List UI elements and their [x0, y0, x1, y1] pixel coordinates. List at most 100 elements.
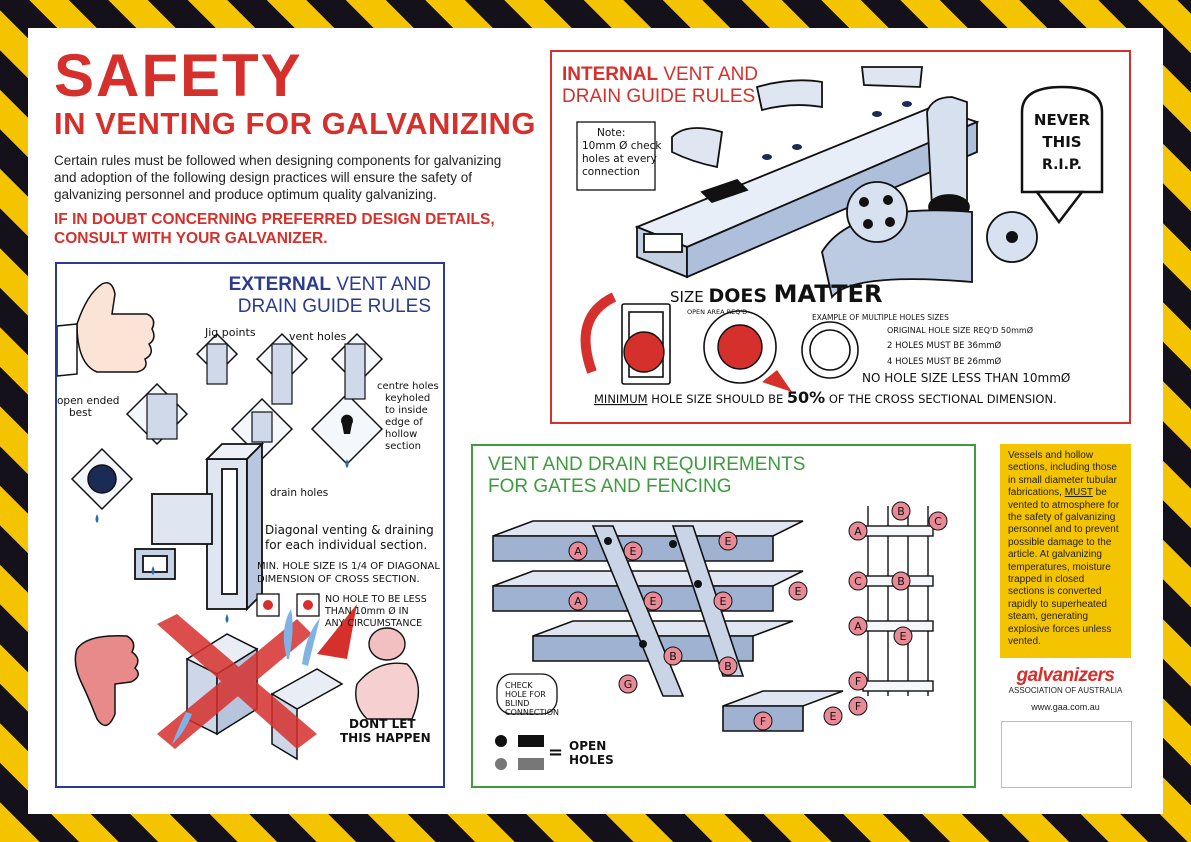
gate-marker-circle — [848, 616, 868, 636]
gate-marker-letter: E — [720, 595, 727, 608]
external-title-line2: DRAIN GUIDE RULES — [237, 296, 431, 317]
diagonal-label-1: Diagonal venting & draining — [265, 523, 434, 537]
internal-labels: Note: 10mm Ø check holes at every connec… — [582, 111, 1091, 407]
gate-marker-letter: B — [897, 575, 905, 588]
no-hole-label-2: THAN 10mm Ø IN — [324, 606, 409, 617]
gate-marker-letter: E — [650, 595, 657, 608]
blank-sticker-box — [1001, 721, 1132, 788]
check-hole-callout — [496, 673, 558, 715]
logo-brand: galvanizers — [1016, 665, 1116, 686]
this-happen-label: THIS HAPPEN — [340, 731, 431, 745]
min-hole-label-2: DIMENSION OF CROSS SECTION. — [257, 574, 420, 585]
thumbs-up-hand-icon — [57, 282, 155, 377]
gate-marker-circle — [891, 571, 911, 591]
gate-marker-circle — [788, 581, 808, 601]
website-link[interactable]: www.gaa.com.au — [1031, 702, 1100, 712]
gate-marker-circle — [848, 696, 868, 716]
note-callout — [576, 121, 656, 191]
diagonal-label-2: for each individual section. — [265, 538, 427, 552]
gates-title-line1: VENT AND DRAIN REQUIREMENTS — [488, 454, 806, 475]
gate-marker-circle — [893, 626, 913, 646]
gates-fencing-panel: VENT AND DRAIN REQUIREMENTS FOR GATES AN… — [471, 444, 976, 788]
external-panel-title: EXTERNAL VENT AND DRAIN GUIDE RULES — [229, 274, 431, 318]
gate-marker-letter: B — [669, 650, 677, 663]
matter-word: MATTER — [774, 280, 883, 308]
jig-points-label: Jig points — [204, 326, 256, 339]
note-label-4: connection — [582, 166, 640, 178]
steam-burst-icon — [172, 609, 320, 744]
internal-panel-title: INTERNAL VENT AND DRAIN GUIDE RULES — [562, 64, 758, 108]
gate-marker-circle — [568, 541, 588, 561]
injured-worker-figure — [355, 627, 420, 720]
consult-warning: IF IN DOUBT CONCERNING PREFERRED DESIGN … — [54, 211, 495, 247]
external-title-bold: EXTERNAL — [228, 274, 332, 295]
gate-marker-circle — [663, 646, 683, 666]
internal-title-bold: INTERNAL — [562, 64, 659, 85]
external-guide-panel: EXTERNAL VENT AND DRAIN GUIDE RULES — [55, 262, 445, 788]
drain-holes-label: drain holes — [270, 487, 328, 499]
gate-marker-letter: C — [854, 575, 862, 588]
gates-labels: CHECK HOLE FOR BLIND CONNECTION OPEN HOL… — [505, 681, 614, 767]
tombstone-icon — [1020, 85, 1104, 225]
example-label: EXAMPLE OF MULTIPLE HOLES SIZES — [812, 313, 949, 322]
hole-size-words: HOLE SIZE SHOULD BE — [648, 392, 787, 406]
no-hole-label-3: ANY CIRCUMSTANCE — [325, 618, 422, 629]
vent-holes-label: vent holes — [289, 330, 347, 343]
gate-marker-letter: B — [724, 660, 732, 673]
gate-marker-circle — [848, 571, 868, 591]
gate-marker-circle — [618, 674, 638, 694]
four-holes-label: 4 HOLES MUST BE 26mmØ — [887, 356, 1002, 367]
internal-title-line2: DRAIN GUIDE RULES — [562, 86, 756, 107]
gate-marker-letter: F — [855, 675, 861, 688]
gate-marker-circle — [568, 591, 588, 611]
gate-marker-letter: E — [725, 535, 732, 548]
gates-title-line2: FOR GATES AND FENCING — [488, 476, 732, 497]
logo-association: ASSOCIATION OF AUSTRALIA — [1008, 686, 1123, 695]
minimum-hole-label: MINIMUM HOLE SIZE SHOULD BE 50% OF THE C… — [594, 388, 1057, 407]
min-hole-label-1: MIN. HOLE SIZE IS 1/4 OF DIAGONAL — [257, 561, 440, 572]
gates-panel-title: VENT AND DRAIN REQUIREMENTS FOR GATES AN… — [488, 454, 805, 498]
vent-requirement-note: Vessels and hollow sections, including t… — [1000, 444, 1131, 658]
gate-marker-letter: F — [760, 715, 766, 728]
open-label: OPEN — [569, 739, 606, 753]
gate-marker-circle — [928, 511, 948, 531]
gate-marker-letter: B — [897, 505, 905, 518]
minimum-word: MINIMUM — [594, 392, 648, 406]
gate-marker-letter: E — [900, 630, 907, 643]
check-label-1: CHECK — [505, 681, 533, 690]
size-does-matter-label: SIZE DOES MATTER — [670, 280, 882, 308]
check-label-3: BLIND — [505, 699, 529, 708]
gate-marker-circle — [718, 656, 738, 676]
centre-holes-label-3: to inside — [385, 405, 428, 416]
gate-marker-circle — [823, 706, 843, 726]
internal-guide-panel: INTERNAL VENT AND DRAIN GUIDE RULES — [550, 50, 1131, 424]
gate-marker-letter: E — [795, 585, 802, 598]
this-label: THIS — [1042, 133, 1081, 151]
note-text-must: MUST — [1064, 487, 1093, 499]
gate-marker-circle — [623, 541, 643, 561]
gate-marker-circle — [713, 591, 733, 611]
poster-subtitle: IN VENTING FOR GALVANIZING — [54, 106, 537, 141]
gate-marker-letter: A — [854, 620, 862, 633]
original-hole-label: ORIGINAL HOLE SIZE REQ'D 50mmØ — [887, 325, 1033, 335]
gate-marker-circle — [891, 501, 911, 521]
external-title-rest: VENT AND — [331, 274, 431, 295]
intro-paragraph: Certain rules must be followed when desi… — [54, 153, 502, 202]
no-hole-less-label: NO HOLE SIZE LESS THAN 10mmØ — [862, 371, 1070, 385]
svg-text:=: = — [548, 742, 563, 763]
size-word: SIZE — [670, 288, 708, 306]
note-label-1: Note: — [597, 127, 625, 139]
note-text-a: Vessels and hollow sections, including t… — [1008, 450, 1117, 499]
holes-label: HOLES — [569, 753, 614, 767]
note-label-3: holes at every — [582, 153, 657, 165]
no-hole-label-1: NO HOLE TO BE LESS — [325, 594, 427, 605]
gate-marker-circle — [753, 711, 773, 731]
gate-marker-letter: E — [630, 545, 637, 558]
note-text-b: be vented to atmosphere for the safety o… — [1008, 487, 1120, 648]
gate-marker-letter: A — [854, 525, 862, 538]
centre-holes-label-6: section — [385, 441, 421, 452]
gate-marker-circle — [643, 591, 663, 611]
gate-marker-circle — [848, 671, 868, 691]
internal-illustration — [576, 66, 1104, 392]
